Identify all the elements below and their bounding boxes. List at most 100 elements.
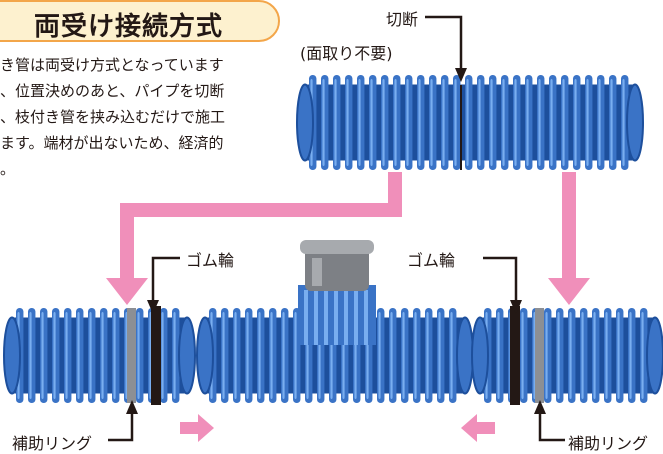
pipe-highlight xyxy=(382,79,385,166)
pipe-highlight xyxy=(557,312,560,399)
pipe-rib xyxy=(136,308,144,403)
branch-tee-fitting xyxy=(196,240,474,403)
description-line: 、枝付き管を挟み込むだけで施工 xyxy=(0,108,226,126)
pipe-rib xyxy=(112,308,120,403)
pipe-highlight xyxy=(334,79,337,166)
tee-branch-rib xyxy=(364,290,368,345)
rubber-ring-right-label: ゴム輪 xyxy=(407,251,456,270)
cut-pipe xyxy=(296,75,644,170)
pipe-highlight xyxy=(538,79,541,166)
pipe-rib xyxy=(160,308,168,403)
pipe-highlight xyxy=(390,312,393,399)
pipe-highlight xyxy=(394,79,397,166)
tee-branch-rib xyxy=(354,290,358,345)
pipe-highlight xyxy=(442,79,445,166)
pipe-highlight xyxy=(545,312,548,399)
pipe-highlight xyxy=(617,312,620,399)
aux-ring-left-label: 補助リング xyxy=(12,434,93,453)
pipe-highlight xyxy=(113,312,116,399)
tee-cap-highlight xyxy=(312,258,322,286)
pipe-highlight xyxy=(53,312,56,399)
pipe-highlight xyxy=(346,79,349,166)
pipe-highlight xyxy=(258,312,261,399)
pipe-rib xyxy=(64,308,72,403)
pipe-highlight xyxy=(521,312,524,399)
pipe-end xyxy=(3,316,21,395)
pipe-highlight xyxy=(282,312,285,399)
pipe-highlight xyxy=(490,79,493,166)
pipe-rib xyxy=(28,308,36,403)
pipe-rib xyxy=(88,308,96,403)
pipe-rib xyxy=(377,308,385,403)
pipe-highlight xyxy=(514,79,517,166)
pipe-rib xyxy=(221,308,229,403)
pipe-rib xyxy=(520,308,528,403)
pipe-highlight xyxy=(593,312,596,399)
pipe-highlight xyxy=(89,312,92,399)
pipe-highlight xyxy=(137,312,140,399)
pipe-rib xyxy=(525,75,533,170)
rubber-ring-left-arrow-icon xyxy=(147,300,159,314)
push-arrow-right-icon xyxy=(180,414,214,442)
pipe-highlight xyxy=(497,312,500,399)
pipe-highlight xyxy=(426,312,429,399)
pipe-rib xyxy=(405,75,413,170)
rubber-ring-right-pointer xyxy=(483,256,518,305)
pipe-rib xyxy=(321,75,329,170)
tee-cap-rim xyxy=(300,240,374,254)
pipe-rib xyxy=(437,308,445,403)
right-pipe-segment xyxy=(471,306,663,405)
pipe-rib xyxy=(401,308,409,403)
page-title: 両受け接続方式 xyxy=(34,12,224,42)
aux-ring-left xyxy=(127,308,136,403)
rubber-ring-left-label: ゴム輪 xyxy=(186,251,235,270)
pipe-rib xyxy=(441,75,449,170)
pipe-highlight xyxy=(41,312,44,399)
pipe-rib xyxy=(604,308,612,403)
rubber-ring-left xyxy=(151,306,161,405)
description-line: き管は両受け方式となっています xyxy=(0,56,224,74)
pipe-rib xyxy=(609,75,617,170)
pipe-highlight xyxy=(562,79,565,166)
pipe-highlight xyxy=(450,312,453,399)
arrow-head-right-icon xyxy=(548,278,590,305)
pipe-highlight xyxy=(161,312,164,399)
pipe-highlight xyxy=(629,312,632,399)
pipe-rib xyxy=(585,75,593,170)
pipe-rib xyxy=(345,75,353,170)
pipe-highlight xyxy=(430,79,433,166)
pipe-rib xyxy=(628,308,636,403)
pipe-rib xyxy=(40,308,48,403)
pipe-highlight xyxy=(77,312,80,399)
pipe-highlight xyxy=(418,79,421,166)
pipe-rib xyxy=(568,308,576,403)
pipe-rib xyxy=(52,308,60,403)
description-line: 。 xyxy=(0,160,16,178)
pipe-rib xyxy=(496,308,504,403)
pipe-end xyxy=(178,316,196,395)
arrow-head-left-icon xyxy=(106,278,148,305)
left-pipe-segment xyxy=(3,306,196,405)
tee-branch-rib xyxy=(314,290,318,345)
pipe-highlight xyxy=(622,79,625,166)
pipe-highlight xyxy=(101,312,104,399)
pipe-rib xyxy=(100,308,108,403)
pipe-rib xyxy=(453,75,461,170)
aux-ring-right xyxy=(535,308,544,403)
pipe-rib xyxy=(269,308,277,403)
pipe-rib xyxy=(76,308,84,403)
pipe-rib xyxy=(573,75,581,170)
pipe-highlight xyxy=(358,79,361,166)
pipe-highlight xyxy=(65,312,68,399)
aux-ring-right-label: 補助リング xyxy=(568,434,649,453)
cut-sublabel: (面取り不要) xyxy=(300,44,393,63)
pipe-highlight xyxy=(502,79,505,166)
pipe-rib xyxy=(333,75,341,170)
pipe-rib xyxy=(449,308,457,403)
pipe-highlight xyxy=(641,312,644,399)
pipe-highlight xyxy=(29,312,32,399)
rubber-ring-right xyxy=(510,306,520,405)
pipe-highlight xyxy=(322,79,325,166)
pipe-highlight xyxy=(406,79,409,166)
pipe-rib xyxy=(489,75,497,170)
